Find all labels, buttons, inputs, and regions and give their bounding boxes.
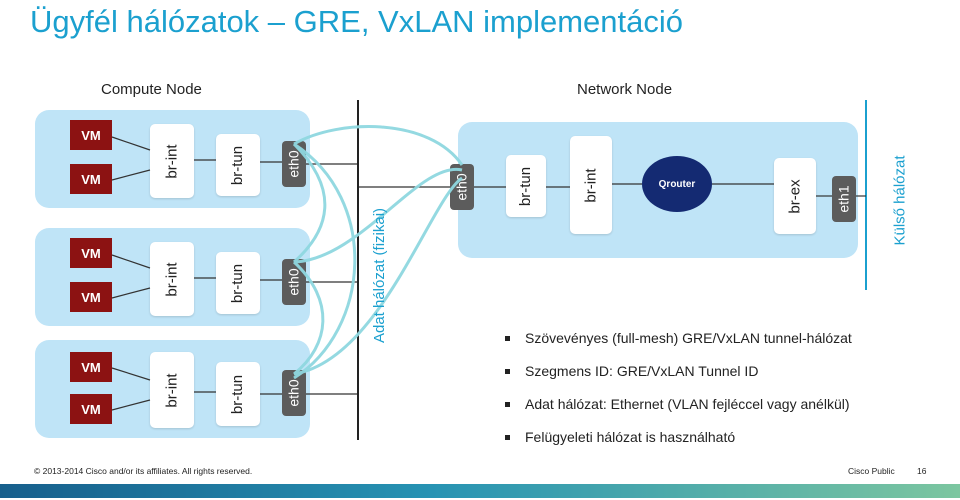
- bullet-text: Felügyeleti hálózat is használható: [525, 429, 736, 445]
- page-number: 16: [917, 466, 927, 476]
- eth1-interface[interactable]: eth1: [832, 176, 856, 222]
- tunnel-curve: [292, 260, 325, 376]
- tunnel-curve: [293, 176, 463, 376]
- tunnel-curve: [293, 167, 463, 264]
- vm-icon[interactable]: VM: [66, 234, 112, 268]
- link-line: [111, 367, 151, 381]
- bullet-item: Adat hálózat: Ethernet (VLAN fejléccel v…: [505, 396, 852, 429]
- page-title: Ügyfél hálózatok – GRE, VxLAN implementá…: [30, 4, 684, 39]
- tunnel-mesh: [292, 125, 464, 380]
- link-line: [111, 169, 151, 181]
- br-tun-bridge[interactable]: br-tun: [216, 252, 260, 314]
- bullet-text: Szegmens ID: GRE/VxLAN Tunnel ID: [525, 363, 759, 379]
- bullet-text: Szövevényes (full-mesh) GRE/VxLAN tunnel…: [525, 330, 852, 346]
- network-br-int-bridge[interactable]: br-int: [570, 136, 612, 234]
- footer-bar: [0, 484, 960, 498]
- eth0-interface[interactable]: eth0: [282, 259, 306, 305]
- vm-icon[interactable]: VM: [66, 348, 112, 382]
- data-network-label: Adat hálózat (fizikai): [371, 207, 389, 343]
- link-line: [111, 287, 151, 299]
- vm-icon[interactable]: VM: [66, 116, 112, 150]
- compute-node-label: Compute Node: [101, 81, 202, 98]
- link-line: [111, 254, 151, 269]
- vm-icon[interactable]: VM: [66, 278, 112, 312]
- bullet-item: Szegmens ID: GRE/VxLAN Tunnel ID: [505, 363, 852, 396]
- bullet-marker: [505, 369, 510, 374]
- vm-icon[interactable]: VM: [66, 390, 112, 424]
- qrouter-node[interactable]: Qrouter: [642, 156, 712, 212]
- link-line: [111, 136, 151, 151]
- tunnel-curve: [293, 125, 464, 166]
- link-line: [111, 399, 151, 411]
- copyright-text: © 2013-2014 Cisco and/or its affiliates.…: [34, 466, 253, 476]
- bullet-marker: [505, 435, 510, 440]
- external-network-label: Külső hálózat: [891, 154, 909, 246]
- bullet-item: Szövevényes (full-mesh) GRE/VxLAN tunnel…: [505, 330, 852, 363]
- br-int-bridge[interactable]: br-int: [150, 352, 194, 428]
- bullet-marker: [505, 336, 510, 341]
- br-ex-bridge[interactable]: br-ex: [774, 158, 816, 234]
- vm-icon[interactable]: VM: [66, 160, 112, 194]
- br-int-bridge[interactable]: br-int: [150, 242, 194, 316]
- bullet-list: Szövevényes (full-mesh) GRE/VxLAN tunnel…: [505, 330, 852, 462]
- bullet-marker: [505, 402, 510, 407]
- br-int-bridge[interactable]: br-int: [150, 124, 194, 198]
- br-tun-bridge[interactable]: br-tun: [216, 134, 260, 196]
- tunnel-curve: [293, 142, 357, 380]
- network-node-label: Network Node: [577, 81, 673, 98]
- tunnel-curve: [292, 142, 327, 264]
- bullet-text: Adat hálózat: Ethernet (VLAN fejléccel v…: [525, 396, 850, 412]
- network-br-tun-bridge[interactable]: br-tun: [506, 155, 546, 217]
- link-lines: [111, 136, 832, 411]
- classification-text: Cisco Public: [848, 466, 895, 476]
- bullet-item: Felügyeleti hálózat is használható: [505, 429, 852, 462]
- br-tun-bridge[interactable]: br-tun: [216, 362, 260, 426]
- footer: © 2013-2014 Cisco and/or its affiliates.…: [0, 464, 960, 480]
